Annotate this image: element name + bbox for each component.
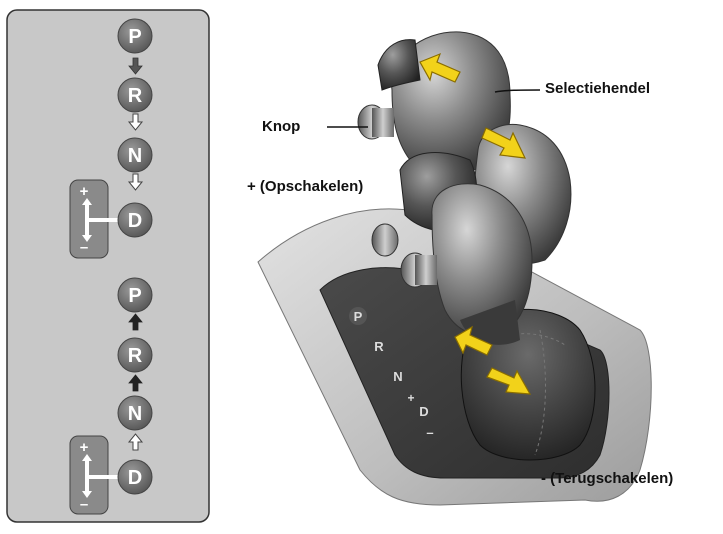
lever-knob-back [377,39,421,91]
label-button: Knop [262,118,301,135]
lower-manual-gate: + – D [69,435,153,515]
arrow-up-icon [127,433,144,451]
gear-badge-letter: D [128,467,142,489]
leader-line-selector [494,89,541,93]
selector-lever-upper [357,31,511,171]
gate-letter: – [426,425,433,440]
lever-button-side [372,108,394,137]
upper-sequence: P R N [117,18,153,173]
shifter-illustration: P R N + D – [257,31,652,506]
lever-stem [460,300,520,345]
gear-badge [117,277,153,313]
gate-letter: N [393,369,402,384]
gear-badge [117,395,153,431]
label-upshift: + (Opschakelen) [247,178,364,195]
lever-knob [431,183,533,337]
arrow-down-right-icon [481,127,527,159]
gear-badge-letter: N [128,145,142,167]
arrow-up-left-icon [454,325,493,356]
arrow-up-icon [128,313,143,331]
gear-badge [117,137,153,173]
shift-pattern-panel: P R N + – D P R [6,9,210,523]
gate-plus-sign: + [80,183,89,200]
gate-letters: P R N + D – [349,307,434,440]
gear-badge [117,77,153,113]
lever-button [371,223,399,257]
gear-badge [117,337,153,373]
gear-badge [117,202,153,238]
gate-minus-sign: – [80,239,88,256]
gear-badge-letter: R [128,345,143,367]
lower-sequence: P R N [117,277,153,431]
panel-background [6,9,210,523]
gear-badge-letter: D [128,210,142,232]
gear-badge-letter: N [128,403,142,425]
arrow-down-icon [127,113,144,131]
boot-stitching [534,329,546,456]
lever-button-side [415,255,437,285]
upper-sequence-arrows [127,57,144,191]
gate-minus-sign: – [80,496,88,513]
gear-badge-letter: P [128,26,141,48]
gate-letter: R [374,339,384,354]
gear-boot [460,308,596,461]
gear-badge-letter: R [128,85,143,107]
gear-badge [117,459,153,495]
movement-arrows [419,52,532,395]
gate-plus-sign: + [80,439,89,456]
selector-lever-front [400,183,533,345]
label-selector-lever: Selectiehendel [545,80,651,97]
gear-badge [117,18,153,54]
arrow-down-right-icon [486,367,532,395]
label-downshift: - (Terugschakelen) [541,470,674,487]
gate-letter: D [419,404,428,419]
gate-letter: P [354,309,363,324]
upper-manual-gate: + – D [69,179,153,259]
lower-sequence-arrows [127,313,144,451]
gate-letter-bg [349,307,367,325]
arrow-down-icon [127,173,144,191]
arrow-down-icon [128,57,143,75]
gate-letter: + [407,391,414,405]
arrow-up-icon [128,374,143,392]
gear-badge-letter: P [128,285,141,307]
arrow-up-left-icon [419,52,461,83]
